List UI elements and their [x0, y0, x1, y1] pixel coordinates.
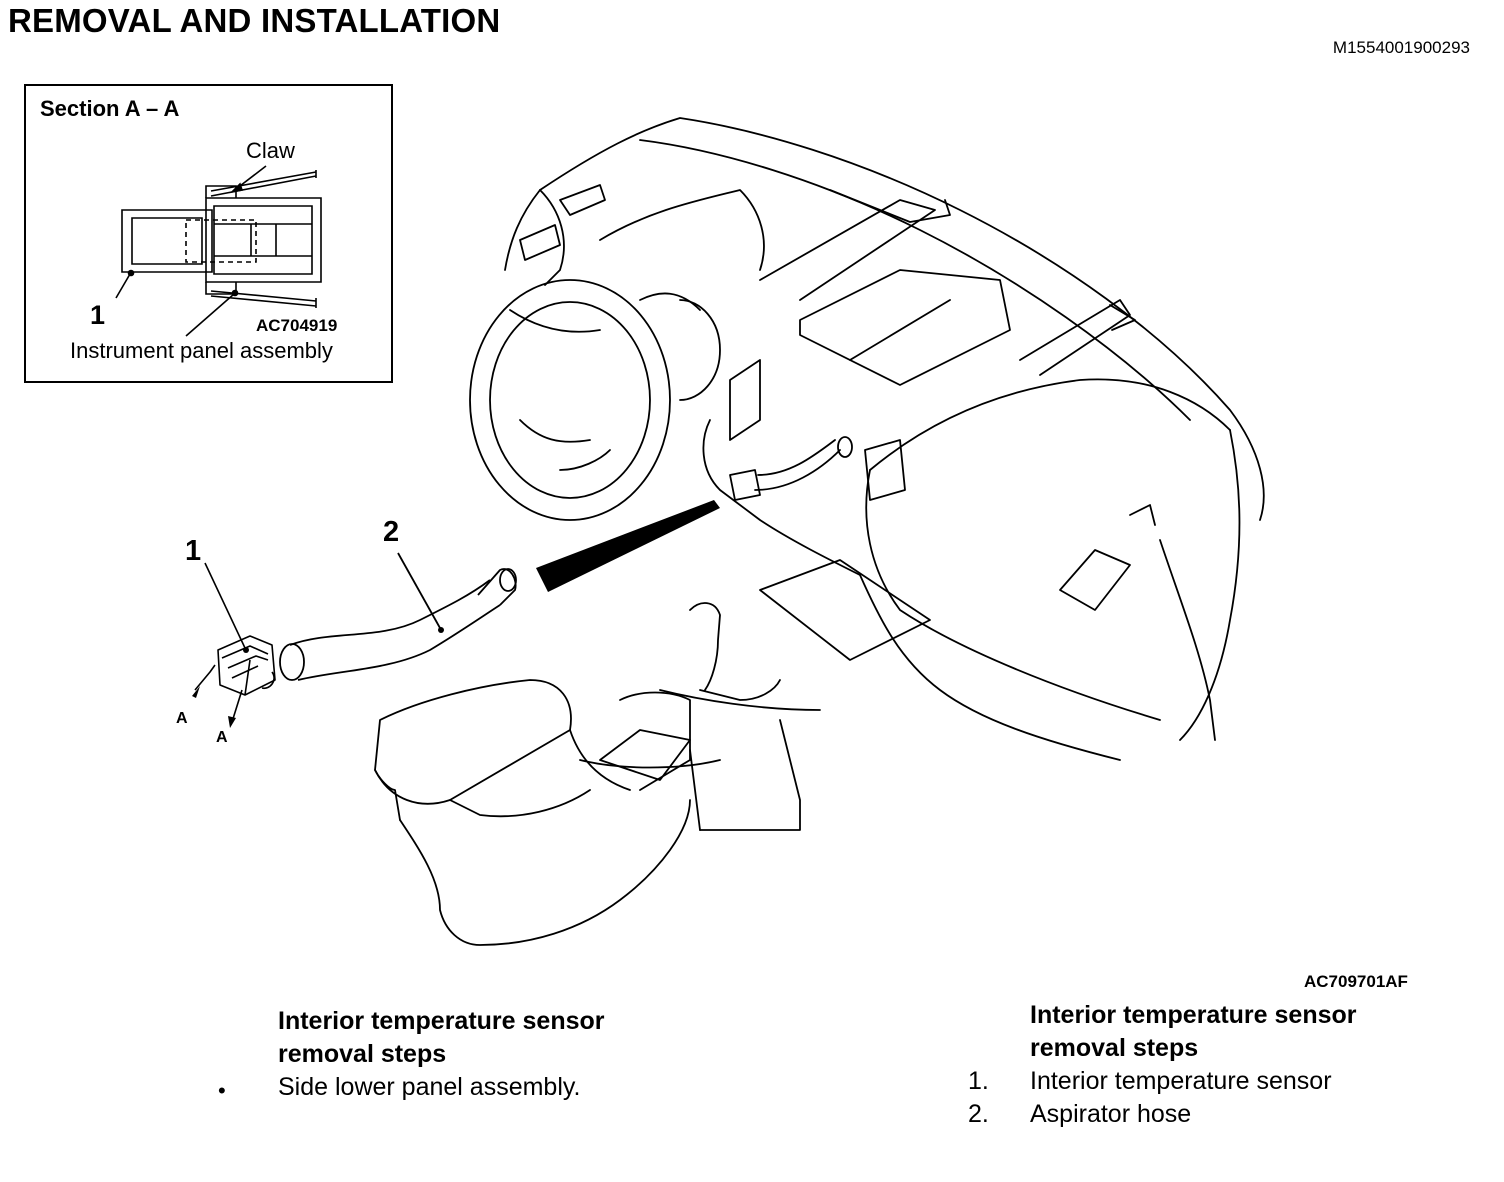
callout-part-1: 1: [185, 535, 202, 567]
step-item-interior-temperature-sensor: Interior temperature sensor: [1030, 1067, 1332, 1095]
document-id: M1554001900293: [1332, 38, 1470, 57]
left-heading-line1: Interior temperature sensor: [278, 1007, 605, 1035]
step-number: 2.: [968, 1100, 989, 1128]
left-step-item: Side lower panel assembly.: [278, 1073, 581, 1101]
section-inset: Section A – A Claw 1 AC704919 Instrument…: [24, 84, 393, 383]
section-arrow-label: A: [216, 729, 228, 746]
sensor-cross-section-drawing: [26, 86, 391, 381]
figure-code: AC709701AF: [1304, 972, 1408, 991]
instrument-panel-label: Instrument panel assembly: [70, 338, 333, 363]
right-heading-line1: Interior temperature sensor: [1030, 1001, 1357, 1029]
step-number: 1.: [968, 1067, 989, 1095]
step-item-aspirator-hose: Aspirator hose: [1030, 1100, 1192, 1128]
left-steps-heading: Interior temperature sensor removal step…: [278, 1005, 698, 1071]
right-steps-heading: Interior temperature sensor removal step…: [1030, 999, 1450, 1065]
inset-part-number: 1: [90, 300, 106, 330]
page-title: REMOVAL AND INSTALLATION: [8, 2, 501, 39]
left-heading-line2: removal steps: [278, 1040, 447, 1068]
right-heading-line2: removal steps: [1030, 1034, 1199, 1062]
pointer-wedge: [536, 500, 720, 592]
section-arrow-label: A: [176, 710, 188, 727]
section-title: Section A – A: [40, 96, 180, 121]
callout-part-2: 2: [383, 516, 400, 548]
bullet-icon: •: [218, 1078, 226, 1103]
claw-label: Claw: [246, 138, 295, 163]
inset-figure-code: AC704919: [256, 316, 338, 335]
